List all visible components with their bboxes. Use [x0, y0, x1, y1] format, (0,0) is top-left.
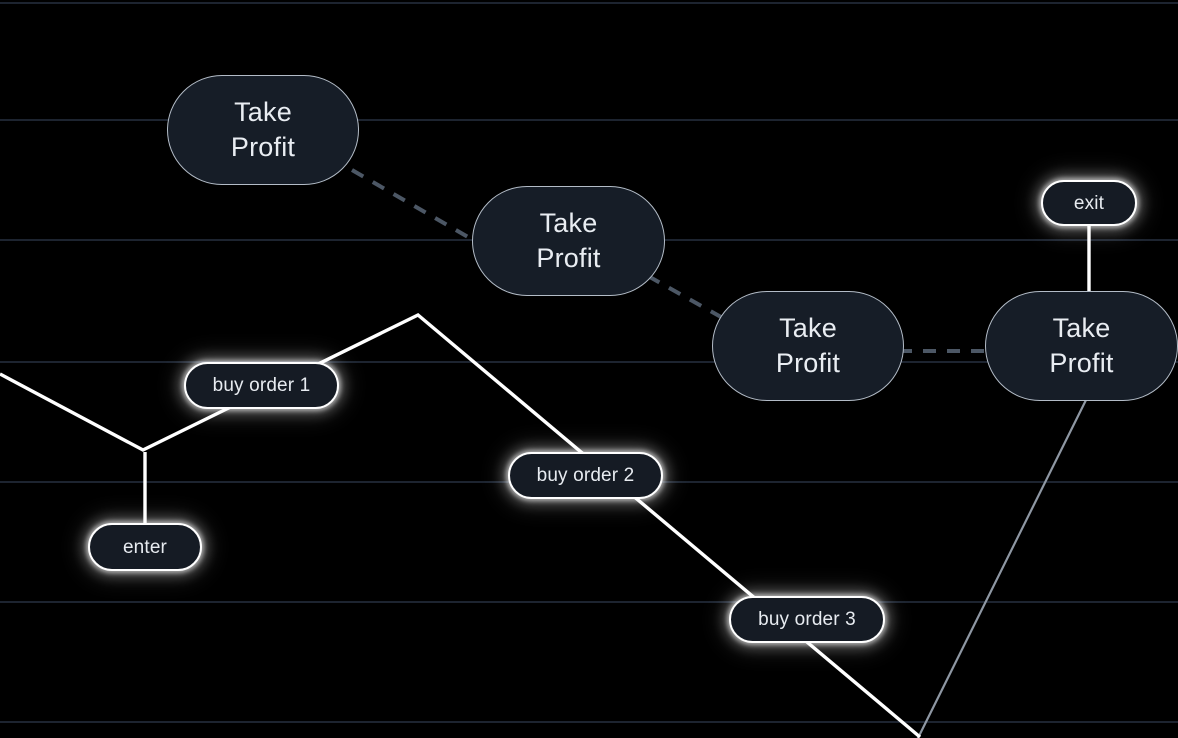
projection-line	[916, 398, 1088, 738]
pill-label: buy order 2	[536, 465, 635, 486]
pill-buy-order-3[interactable]: buy order 3	[729, 596, 885, 643]
pill-enter[interactable]: enter	[88, 523, 202, 571]
pill-label: buy order 3	[758, 609, 856, 630]
node-label: Take Profit	[775, 313, 841, 378]
connector-tp1-to-tp2	[350, 168, 489, 250]
projection-series	[916, 398, 1088, 738]
node-take-profit-2[interactable]: Take Profit	[472, 186, 665, 296]
pill-label: enter	[122, 536, 168, 558]
pill-label: buy order 1	[212, 375, 311, 396]
connector-tp2-to-tp3	[647, 274, 731, 324]
node-take-profit-1[interactable]: Take Profit	[167, 75, 359, 185]
node-take-profit-3[interactable]: Take Profit	[712, 291, 904, 401]
pill-buy-order-2[interactable]: buy order 2	[508, 452, 663, 499]
node-label: Take Profit	[230, 97, 296, 162]
node-label: Take Profit	[1049, 313, 1114, 378]
pill-buy-order-1[interactable]: buy order 1	[184, 362, 339, 409]
connector-lines	[143, 168, 1091, 525]
pill-label: exit	[1073, 192, 1105, 214]
node-label: Take Profit	[536, 208, 601, 273]
node-take-profit-4[interactable]: Take Profit	[985, 291, 1178, 401]
pill-exit[interactable]: exit	[1041, 180, 1137, 226]
